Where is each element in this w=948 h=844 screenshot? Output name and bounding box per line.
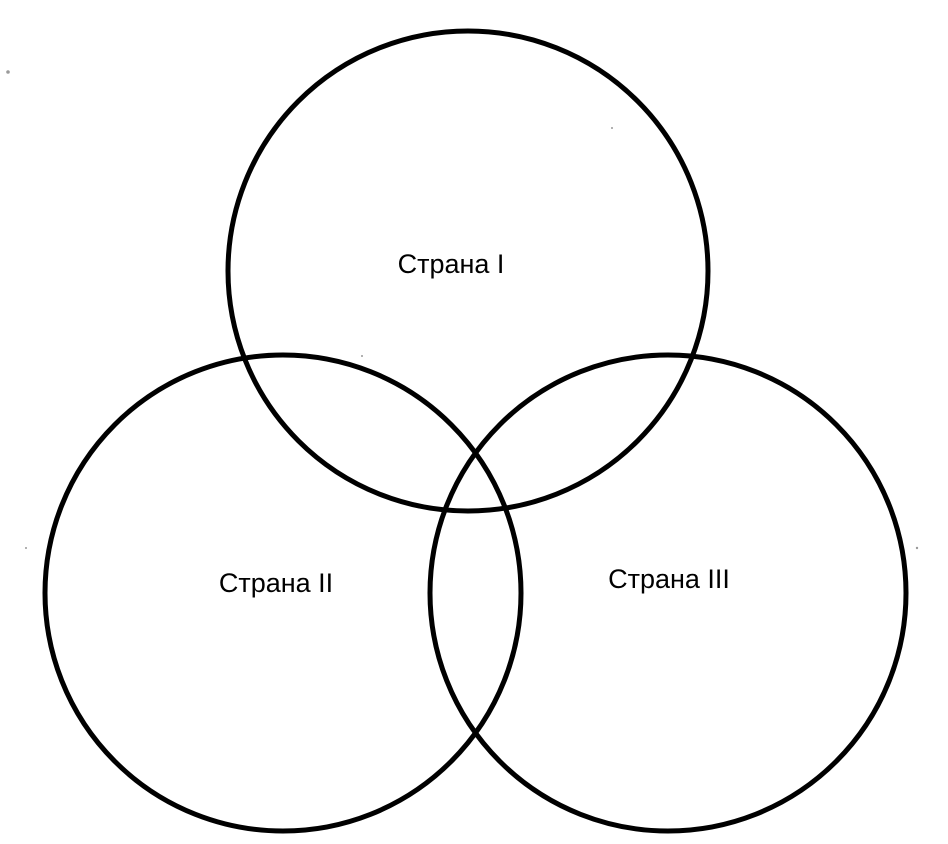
circle-label-country-1: Страна I [398,249,505,279]
circle-country-3 [427,352,909,834]
circle-label-country-2: Страна II [219,568,333,598]
circle-label-country-3: Страна III [608,564,730,594]
speck [25,547,27,549]
circle-country-1 [225,28,711,514]
speck [611,127,613,129]
circle-country-2 [42,352,524,834]
speck [915,546,919,550]
scan-specks [6,70,919,550]
speck [6,70,10,74]
speck [361,355,363,357]
